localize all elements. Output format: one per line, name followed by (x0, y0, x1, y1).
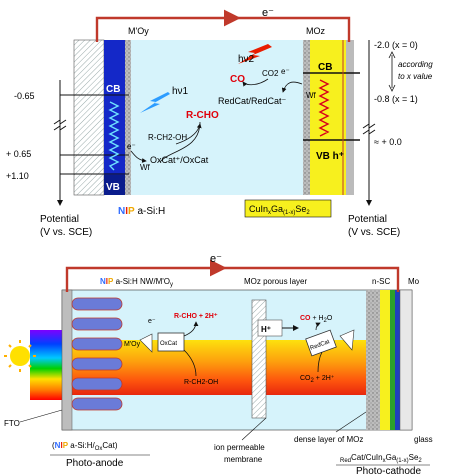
bottom-nw-label: NIP a-Si:H NW/M'Oy (100, 277, 173, 288)
bottom-co-eq: CO + H2O (300, 315, 333, 324)
bottom-nanowires (71, 297, 123, 411)
top-hv2-label: hν2 (238, 54, 255, 65)
top-left-tick-0: -0.65 (14, 91, 35, 101)
top-right-ml (346, 40, 354, 195)
top-electrolyte (125, 40, 303, 195)
bottom-ion-membrane-2: membrane (224, 455, 263, 464)
top-ox-cat: OxCat⁺/OxCat (150, 155, 209, 165)
bottom-spectrum (30, 330, 68, 400)
bottom-mo-layer (395, 290, 400, 430)
bottom-hplus: H⁺ (261, 325, 271, 334)
bottom-electron-label: e⁻ (210, 253, 222, 265)
top-cigs-layer (310, 40, 346, 195)
sun-icon (4, 340, 36, 372)
bottom-glass-label: glass (414, 435, 433, 444)
top-cb-label: CB (106, 84, 120, 95)
top-cb-right-label: CB (318, 62, 332, 73)
top-rch2oh-label: R-CH2-OH (148, 133, 187, 142)
top-asi-layer (73, 39, 105, 196)
top-co-label: CO (230, 74, 245, 85)
top-wf-left: Wf (140, 163, 151, 172)
top-left-oxide-label: M'Oy (128, 26, 149, 36)
bottom-cathode-cat: RedCat/CuInxGa(1-x)Se2 (340, 453, 422, 464)
top-potential-right-2: (V vs. SCE) (348, 227, 400, 238)
bottom-anode-cat: (NIP a-Si:H/OxCat) (52, 441, 118, 452)
top-nip-left: NIP a-Si:H (118, 206, 165, 217)
top-vb-band (104, 175, 125, 195)
bottom-moy-small: M'Oy (124, 341, 141, 348)
top-vb-right-label: VB h⁺ (316, 151, 344, 162)
top-electron-label: e⁻ (262, 7, 274, 19)
bottom-glass (399, 289, 413, 431)
top-left-tick-2: +1.10 (6, 171, 29, 181)
top-potential-left-2: (V vs. SCE) (40, 227, 92, 238)
bottom-nsc-layer (390, 290, 395, 430)
top-cigs-box (244, 199, 332, 218)
top-cb-band (104, 40, 125, 195)
top-according-1: according (398, 60, 433, 69)
bottom-cigs (380, 290, 390, 430)
top-vb-label: VB (106, 182, 120, 193)
top-e-small-left: e⁻ (127, 142, 136, 151)
top-light-bolt-left (140, 92, 170, 113)
top-left-tick-1: + 0.65 (6, 149, 31, 159)
top-right-oxide-label: MOz (306, 26, 325, 36)
bottom-oxcat-label: OxCat (160, 341, 177, 347)
bottom-ion-membrane (251, 299, 267, 419)
top-according-2: to x value (398, 72, 433, 81)
bottom-fto (61, 289, 73, 431)
bottom-diagram: e⁻ NIP a-Si:H NW/M'Oy MOz porous layer n… (4, 253, 433, 475)
top-right-zigzag (318, 79, 330, 137)
top-red-cat: RedCat/RedCat⁻ (218, 96, 287, 106)
bottom-rcho-eq: R-CHO + 2H⁺ (174, 313, 218, 320)
top-rcho-label: R-CHO (186, 110, 219, 121)
top-right-axis: -2.0 (x = 0) according to x value -0.8 (… (348, 40, 433, 238)
bottom-photo-anode: Photo-anode (66, 458, 124, 469)
top-cigs-label: CuInxGa(1-x)Se2 (249, 204, 310, 216)
bottom-co2-eq: CO2 + 2H⁺ (300, 375, 335, 384)
top-wf-right: Wf (306, 91, 317, 100)
bottom-redcat-box (305, 329, 337, 357)
bottom-wire (65, 266, 400, 292)
top-left-oxide (125, 40, 131, 195)
top-potential-right-1: Potential (348, 214, 387, 225)
top-right-tick-2: ≈ + 0.0 (374, 137, 402, 147)
bottom-nsc-label: n-SC (372, 277, 390, 286)
bottom-fto-label: FTO (4, 419, 20, 428)
top-wire (95, 16, 351, 42)
top-light-bolt-right (238, 44, 272, 64)
bottom-mo-label: Mo (408, 277, 420, 286)
top-hv1-label: hν1 (172, 86, 189, 97)
bottom-mo-porous (366, 290, 380, 430)
top-left-zigzag (108, 101, 120, 171)
bottom-oxcat-box (157, 332, 185, 352)
top-e-small-right: e⁻ (281, 67, 290, 76)
top-right-tick-1: -0.8 (x = 1) (374, 94, 418, 104)
top-right-tick-0: -2.0 (x = 0) (374, 40, 418, 50)
bottom-rch2oh: R-CH2-OH (184, 379, 218, 386)
bottom-ion-membrane-1: ion permeable (214, 443, 265, 452)
top-diagram: e⁻ M'Oy MOz CB VB CB VB h⁺ hν1 hν2 R-CHO… (6, 7, 433, 238)
bottom-photo-cathode: Photo-cathode (356, 466, 421, 475)
top-right-oxide (303, 40, 310, 195)
bottom-e-small: e⁻ (148, 318, 156, 325)
top-co2-label: CO2 (262, 69, 279, 78)
top-potential-left-1: Potential (40, 214, 79, 225)
bottom-mo-porous-label: MOz porous layer (244, 277, 307, 286)
bottom-dense-layer: dense layer of MOz (294, 435, 363, 444)
top-left-axis: -0.65 + 0.65 +1.10 Potential (V vs. SCE)… (6, 80, 165, 238)
